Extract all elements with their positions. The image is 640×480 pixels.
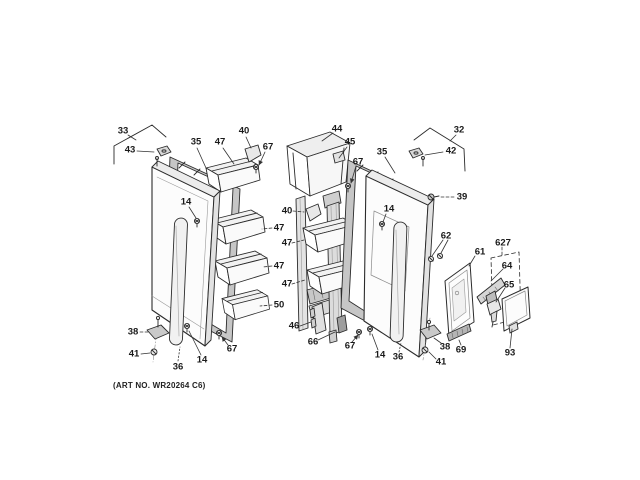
leader-lines: [136, 132, 513, 362]
callout-35-right: 35: [376, 146, 388, 158]
rail-foot-part-66: [336, 314, 348, 334]
callout-41-left: 41: [128, 348, 140, 360]
callout-47-left-bin1: 47: [273, 222, 285, 234]
callout-45: 45: [344, 136, 356, 148]
callout-47-mid-bin1: 47: [281, 237, 293, 249]
callout-50: 50: [273, 299, 285, 311]
callout-47-left-bin2: 47: [273, 260, 285, 272]
callout-32: 32: [453, 124, 465, 136]
bracket-part-64: [476, 277, 506, 306]
callout-38-left: 38: [127, 326, 139, 338]
callout-40-mid: 40: [281, 205, 293, 217]
callout-42: 42: [445, 145, 457, 157]
callout-14-left-bottom: 14: [196, 354, 208, 366]
callout-67-top-left: 67: [262, 141, 274, 153]
callout-40-top: 40: [238, 125, 250, 137]
bottom-hinge-right-parts-38-41: [419, 317, 442, 361]
callout-36-right: 36: [392, 351, 404, 363]
callout-47-top-left: 47: [214, 136, 226, 148]
callout-61: 61: [474, 246, 486, 258]
funnel-part-65: [486, 298, 502, 328]
callout-43: 43: [124, 144, 136, 156]
dairy-wedge-mid-part-40: [305, 203, 322, 222]
rail-channel-part-46: [309, 302, 327, 335]
callout-14-right-door: 14: [383, 203, 395, 215]
hinge-cap-part-42: [408, 147, 425, 167]
dairy-wedge-top-part-40: [244, 144, 262, 163]
dispenser-door-part-61: [444, 262, 475, 338]
callout-44: 44: [331, 123, 343, 135]
hinge-cap-part-43: [155, 145, 172, 167]
top-trim-left-part-33: [113, 124, 167, 165]
right-door-handle-part-36: [389, 221, 408, 343]
callout-69: 69: [455, 344, 467, 356]
bolt-part-39: [427, 193, 440, 201]
callout-35-left: 35: [190, 136, 202, 148]
callout-36-left: 36: [172, 361, 184, 373]
callout-627: 627: [495, 237, 511, 249]
callout-66: 66: [307, 336, 319, 348]
bottom-hinge-left-parts-38-41: [146, 314, 170, 363]
callout-67-right-bottom: 67: [344, 340, 356, 352]
callout-14-right-bottom: 14: [374, 349, 386, 361]
fastener-clips-part-62: [427, 252, 444, 263]
callout-46: 46: [288, 320, 300, 332]
callout-64: 64: [501, 260, 513, 272]
snack-bin-part-44-45: [286, 131, 351, 197]
drip-grille-part-69: [446, 323, 472, 342]
callout-38-right: 38: [439, 341, 451, 353]
left-door-handle-part-36: [169, 217, 188, 346]
tray-panel-part-93: [501, 286, 531, 334]
callout-67-mid-top: 67: [352, 156, 364, 168]
callout-41-right: 41: [435, 356, 447, 368]
callout-67-left-bottom: 67: [226, 343, 238, 355]
callout-14-left-door: 14: [180, 196, 192, 208]
art-number-caption: (ART NO. WR20264 C6): [113, 381, 206, 390]
callout-33: 33: [117, 125, 129, 137]
callout-47-mid-bin2: 47: [281, 278, 293, 290]
callout-93: 93: [504, 347, 516, 359]
top-trim-right-part-32: [413, 127, 466, 172]
callout-62: 62: [440, 230, 452, 242]
callout-65: 65: [503, 279, 515, 291]
callout-39: 39: [456, 191, 468, 203]
